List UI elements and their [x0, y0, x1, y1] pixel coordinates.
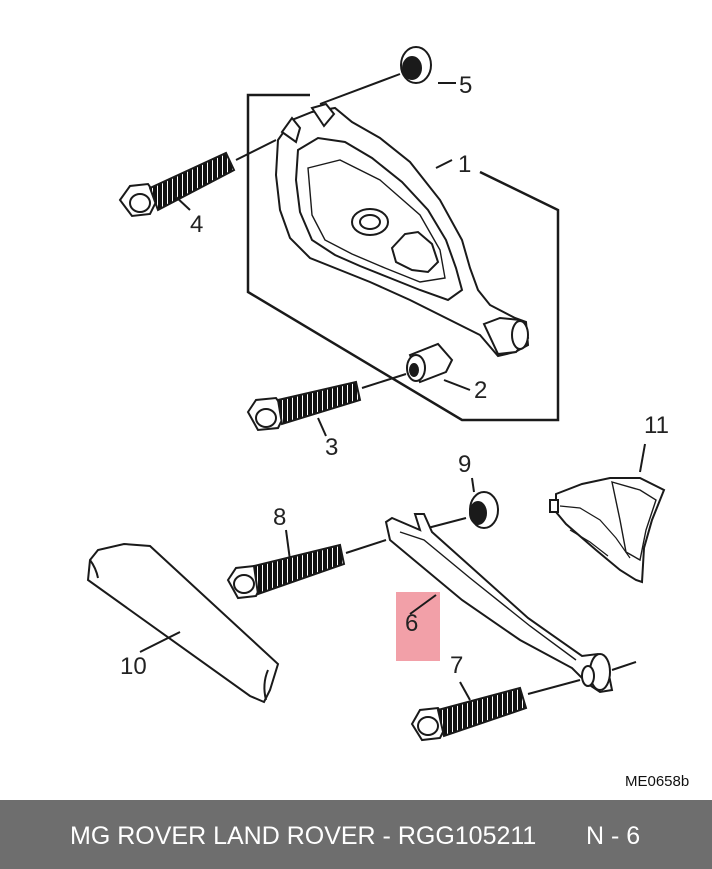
- bolt-3: [246, 380, 362, 432]
- footer-title: MG ROVER LAND ROVER - RGG105211: [70, 822, 537, 850]
- callout-2: 2: [474, 377, 487, 404]
- diagram-reference: ME0658b: [625, 773, 689, 790]
- callout-11: 11: [644, 412, 669, 439]
- bolt-7: [410, 686, 528, 742]
- callout-5: 5: [459, 72, 472, 99]
- footer-bar: MG ROVER LAND ROVER - RGG105211 N - 6: [0, 800, 712, 869]
- trailing-link: [384, 513, 637, 695]
- bush-9: [419, 491, 499, 531]
- leader-lines: [139, 82, 646, 701]
- callout-3: 3: [325, 434, 338, 461]
- callout-9: 9: [458, 451, 471, 478]
- bolt-4: [118, 139, 277, 218]
- bush-5: [319, 46, 432, 105]
- control-arm: [274, 102, 530, 358]
- callout-4: 4: [190, 211, 203, 238]
- callout-6: 6: [405, 610, 418, 637]
- assembly-bracket: [246, 93, 560, 422]
- bolt-8: [226, 539, 387, 600]
- footer-page: N - 6: [586, 822, 641, 850]
- callout-1: 1: [458, 151, 471, 178]
- callout-8: 8: [273, 504, 286, 531]
- cover-11: [549, 477, 666, 584]
- bush-2: [361, 342, 454, 389]
- callout-7: 7: [450, 652, 463, 679]
- parts-diagram: 5 1 4 2 3 11 9 8 6 10 7 ME0658b: [86, 46, 689, 790]
- highlight-box: [396, 592, 440, 661]
- callout-10: 10: [120, 653, 147, 680]
